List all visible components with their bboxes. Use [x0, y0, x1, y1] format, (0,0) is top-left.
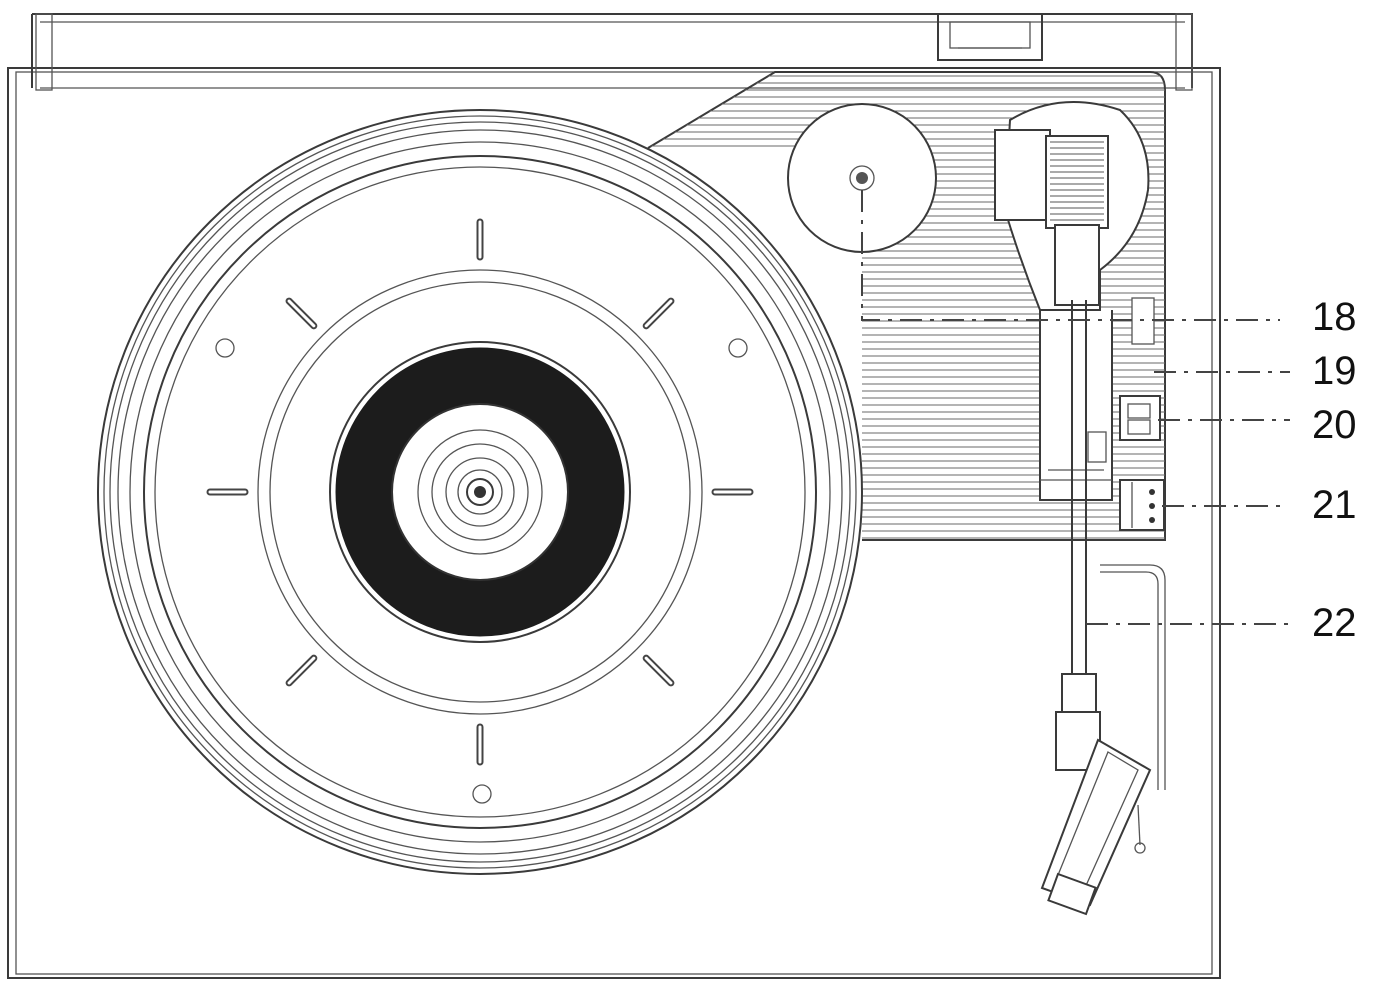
platter-index-marks: [206, 218, 754, 766]
headshell: [1040, 738, 1152, 916]
platter-index-mark-inner: [644, 299, 673, 328]
tonearm-tube: [1055, 300, 1101, 771]
platter-hole: [472, 784, 492, 804]
callout-labels: 18 19 20 21 22: [1312, 295, 1357, 645]
callout-label-22: 22: [1312, 601, 1357, 645]
platter-hole: [728, 338, 748, 358]
callout-label-18: 18: [1312, 295, 1357, 339]
platter-index-mark-inner: [644, 656, 673, 685]
callout-label-21: 21: [1312, 483, 1357, 527]
record-label: [329, 341, 631, 643]
cabinet: [7, 13, 1221, 979]
counterweight-hatching: [1050, 141, 1104, 221]
spindle-post: [787, 103, 937, 253]
leader-line-18: [861, 190, 1280, 321]
tonearm-base: [994, 101, 1150, 501]
platter-index-mark-inner: [287, 656, 316, 685]
leader-lines: [861, 190, 1290, 625]
connector-block: [1119, 395, 1161, 441]
platter-index-mark-inner: [287, 299, 316, 328]
platter-hole: [215, 338, 235, 358]
callout-label-20: 20: [1312, 403, 1357, 447]
terminal-block: [1119, 479, 1165, 531]
callout-label-19: 19: [1312, 349, 1357, 393]
